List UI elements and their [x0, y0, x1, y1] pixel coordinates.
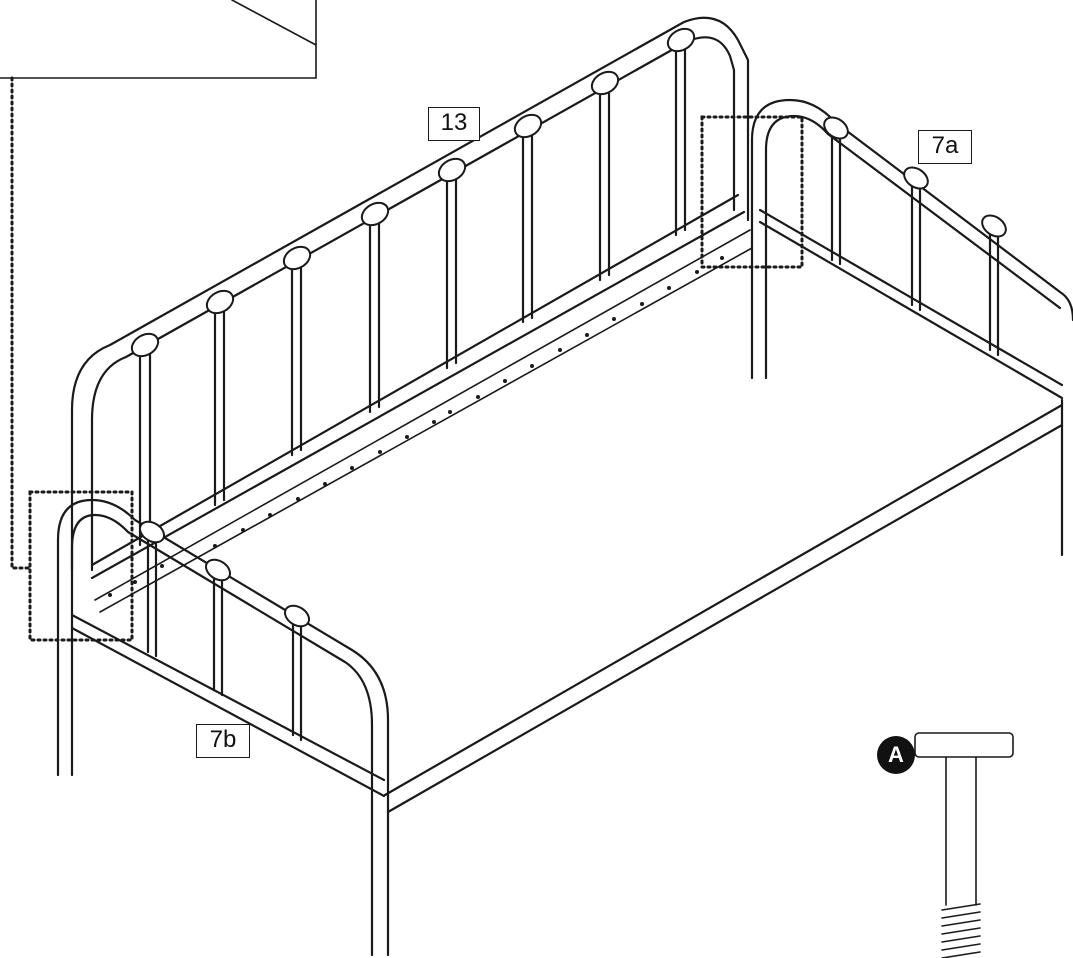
front-side-rail	[383, 403, 1064, 814]
callout-box	[0, 0, 317, 79]
detail-box-left	[28, 490, 134, 642]
back-side-rail	[94, 229, 753, 613]
leader-line	[10, 76, 32, 570]
label-back-rail: 13	[428, 107, 480, 141]
bolt-a-badge: A	[877, 736, 915, 774]
label-right-end: 7a	[918, 130, 972, 164]
bolt-a-drawing	[914, 732, 1014, 958]
right-end-frame	[750, 98, 1073, 557]
back-rail-frame	[70, 16, 750, 580]
label-left-end: 7b	[196, 724, 250, 758]
left-end-frame	[56, 498, 390, 957]
